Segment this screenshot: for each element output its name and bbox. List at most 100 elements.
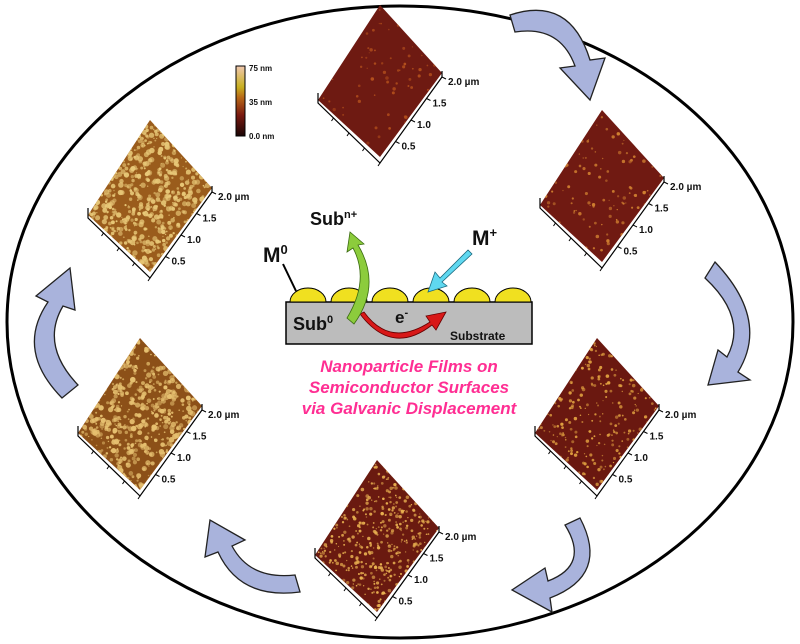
afm-grain: [317, 551, 320, 554]
afm-grain: [152, 375, 157, 379]
afm-grain: [606, 239, 610, 243]
afm-grain: [143, 405, 145, 407]
afm-grain: [127, 205, 131, 209]
afm-grain: [356, 494, 360, 498]
afm-grain: [574, 435, 578, 439]
afm-grain: [137, 211, 141, 216]
afm-grain: [104, 393, 106, 396]
afm-grain: [599, 433, 601, 436]
afm-grain: [110, 220, 115, 225]
afm-grain: [111, 387, 115, 391]
axis-tick: [91, 450, 94, 455]
afm-grain: [110, 448, 117, 454]
afm-grain: [379, 563, 383, 566]
afm-grain: [147, 474, 150, 477]
afm-grain: [165, 193, 170, 199]
afm-grain: [395, 82, 398, 85]
afm-grain: [159, 200, 162, 203]
afm-grain: [357, 99, 361, 104]
afm-grain: [148, 132, 155, 138]
afm-grain: [387, 28, 390, 31]
afm-grain: [362, 577, 365, 580]
afm-grain: [128, 228, 131, 232]
afm-grain: [369, 541, 372, 545]
afm-grain: [125, 425, 129, 429]
afm-grain: [186, 400, 191, 405]
afm-grain: [639, 388, 644, 392]
afm-grain: [153, 137, 155, 140]
afm-grain: [115, 404, 120, 409]
afm-grain: [127, 155, 133, 162]
afm-grain: [605, 374, 610, 378]
afm-grain: [348, 525, 351, 528]
afm-grain: [564, 418, 568, 422]
afm-grain: [117, 189, 124, 196]
afm-grain: [326, 5, 329, 7]
metal-nanoparticle: [494, 287, 532, 303]
afm-grain: [606, 233, 609, 236]
axis-tick-label: 1.5: [655, 204, 669, 215]
afm-grain: [121, 216, 123, 219]
afm-grain: [192, 184, 195, 188]
afm-grain: [596, 124, 598, 126]
afm-grain: [176, 222, 181, 227]
axis-tick: [211, 191, 217, 195]
afm-grain: [383, 579, 386, 582]
axis-tick-label: 1.5: [193, 432, 207, 443]
afm-grain: [194, 179, 201, 185]
afm-grain: [155, 380, 160, 384]
afm-grain: [121, 470, 124, 473]
afm-grain: [136, 388, 140, 392]
afm-grain: [650, 402, 654, 405]
afm-grain: [547, 413, 549, 415]
afm-grain: [143, 369, 147, 373]
sub0-label: Sub0: [293, 314, 333, 334]
afm-grain: [119, 389, 123, 393]
afm-grain: [633, 396, 637, 400]
afm-grain: [187, 188, 193, 194]
afm-grain: [399, 559, 402, 563]
afm-grain: [599, 420, 602, 423]
afm-grain: [185, 193, 191, 198]
axis-tick: [553, 222, 556, 227]
axis-tick: [584, 252, 587, 257]
afm-grain: [426, 88, 430, 91]
afm-grain: [125, 360, 130, 364]
afm-grain: [150, 353, 152, 356]
afm-grain: [139, 403, 143, 408]
afm-grain: [358, 543, 361, 545]
afm-grain: [608, 354, 612, 358]
afm-grain: [114, 423, 116, 425]
afm-grain: [111, 382, 115, 386]
afm-grain: [617, 195, 620, 198]
afm-grain: [422, 521, 424, 523]
afm-grain: [176, 190, 180, 194]
afm-grain: [165, 450, 169, 454]
afm-grain: [119, 178, 124, 184]
afm-grain: [576, 450, 579, 454]
afm-grain: [147, 198, 151, 203]
afm-grain: [418, 67, 422, 72]
afm-grain: [137, 199, 139, 201]
metal-ion-arrow: [427, 249, 473, 293]
afm-grain: [143, 151, 149, 158]
afm-grain: [146, 417, 150, 420]
afm-grain: [330, 535, 334, 538]
afm-grain: [574, 170, 578, 174]
afm-grain: [384, 592, 387, 595]
afm-grain: [375, 581, 380, 585]
afm-grain: [185, 201, 191, 207]
afm-grain: [99, 423, 105, 429]
afm-grain: [368, 481, 370, 483]
afm-grain: [170, 421, 177, 428]
axis-tick: [116, 247, 120, 252]
afm-grain: [95, 444, 98, 447]
afm-grain: [370, 571, 373, 575]
afm-grain: [331, 561, 334, 564]
sub-n-plus-label: Subn+: [310, 209, 357, 229]
afm-grain: [393, 547, 397, 550]
afm-grain: [144, 406, 150, 411]
afm-grain: [387, 549, 391, 553]
afm-grain: [404, 551, 407, 553]
afm-grain: [395, 505, 398, 508]
